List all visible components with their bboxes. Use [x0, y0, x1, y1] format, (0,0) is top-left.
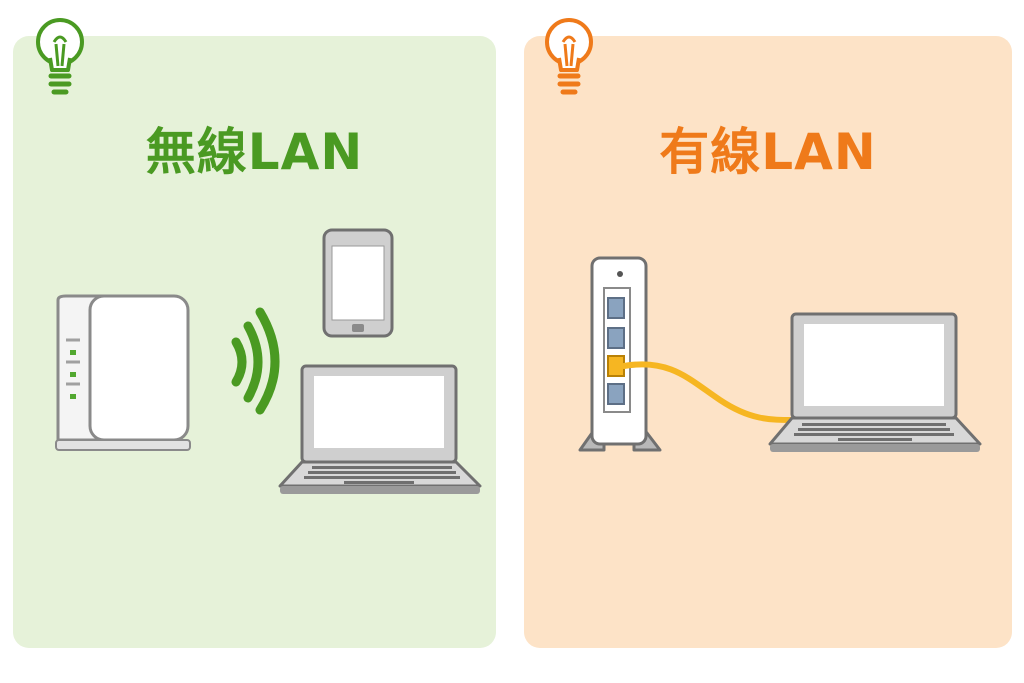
wired-router-icon: [578, 256, 662, 452]
lightbulb-icon: [545, 18, 593, 95]
wifi-router-icon: [55, 294, 191, 451]
laptop-icon: [278, 364, 482, 494]
wireless-lan-title: 無線LAN: [145, 123, 364, 181]
wired-lan-title: 有線LAN: [659, 123, 877, 181]
lan-cable-icon: [621, 361, 797, 423]
smartphone-icon: [322, 228, 394, 338]
laptop-icon: [768, 312, 982, 452]
wifi-signal-icon: [231, 307, 280, 415]
lightbulb-icon: [36, 18, 84, 95]
